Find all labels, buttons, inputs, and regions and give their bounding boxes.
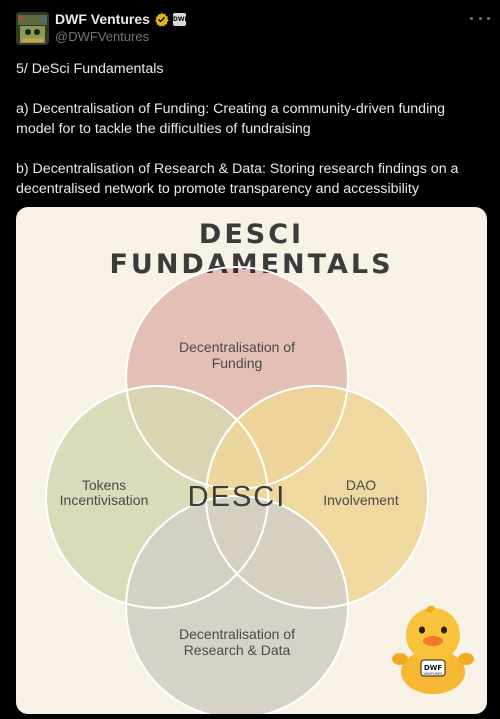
author-handle[interactable]: @DWFVentures bbox=[55, 29, 150, 44]
tweet-text: 5/ DeSci Fundamentals a) Decentralisatio… bbox=[16, 59, 488, 199]
author-avatar[interactable] bbox=[16, 12, 49, 45]
mascot-badge-subtext: VENTURES bbox=[424, 672, 444, 676]
tweet-media-image[interactable]: DESCI FUNDAMENTALS Decentralisation of F… bbox=[16, 207, 487, 714]
tweet-line: model for to tackle the difficulties of … bbox=[16, 121, 311, 137]
label-tokens-1: Tokens bbox=[82, 477, 126, 493]
diagram-title-line1: DESCI bbox=[198, 219, 305, 250]
mascot-badge-text: DWF bbox=[424, 664, 443, 672]
author-display-name[interactable]: DWF Ventures bbox=[55, 11, 150, 27]
affiliate-badge-icon[interactable]: DWF bbox=[172, 12, 189, 26]
author-header: DWF Ventures DWF @DWFVentures bbox=[55, 10, 189, 44]
tweet-line: decentralised network to promote transpa… bbox=[16, 181, 419, 197]
tweet-line: b) Decentralisation of Research & Data: … bbox=[16, 161, 459, 177]
label-dao-1: DAO bbox=[346, 477, 376, 493]
venn-center-label: DESCI bbox=[188, 481, 287, 513]
verified-badge-icon bbox=[155, 12, 169, 27]
label-research-1: Decentralisation of bbox=[179, 626, 295, 642]
venn-diagram: Decentralisation of Funding Tokens Incen… bbox=[45, 266, 474, 714]
label-dao-2: Involvement bbox=[323, 492, 399, 508]
more-options-icon[interactable] bbox=[470, 14, 490, 22]
duck-mascot-icon: DWF VENTURES bbox=[392, 605, 474, 694]
label-funding-1: Decentralisation of bbox=[179, 339, 295, 355]
tweet-line: 5/ DeSci Fundamentals bbox=[16, 61, 164, 77]
label-funding-2: Funding bbox=[212, 355, 263, 371]
label-tokens-2: Incentivisation bbox=[60, 492, 149, 508]
tweet-line: a) Decentralisation of Funding: Creating… bbox=[16, 101, 445, 117]
label-research-2: Research & Data bbox=[184, 642, 291, 658]
